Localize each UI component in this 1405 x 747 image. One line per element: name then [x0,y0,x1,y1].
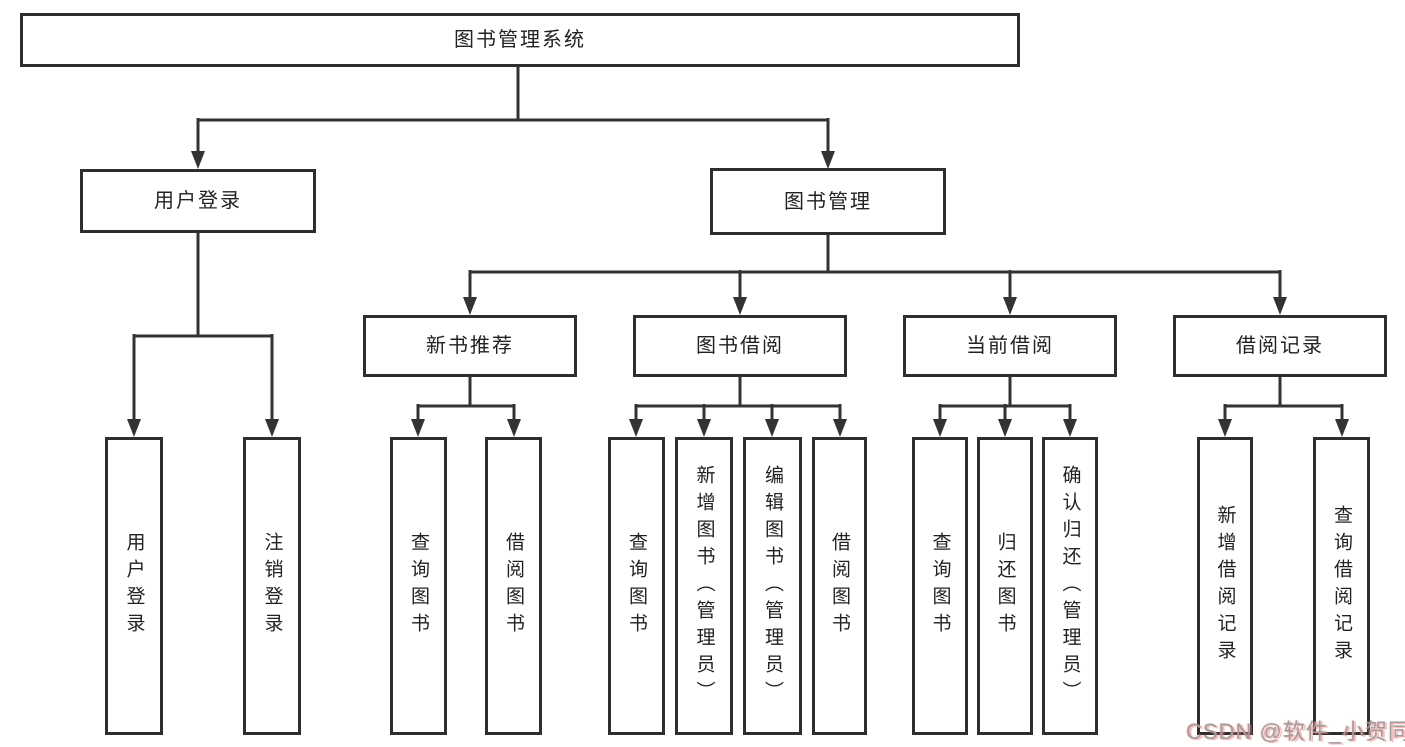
leaf-user-login: 用户登录 [105,437,163,735]
leaf-logout: 注销登录 [243,437,301,735]
node-user-login: 用户登录 [80,169,316,233]
leaf-return-books: 归还图书 [977,437,1033,735]
leaf-add-books-admin: 新增图书（管理员） [675,437,733,735]
leaf-query-books-borrow: 查询图书 [608,437,665,735]
leaf-query-borrow-record: 查询借阅记录 [1313,437,1370,735]
node-borrowing-records: 借阅记录 [1173,315,1387,377]
leaf-add-borrow-record: 新增借阅记录 [1197,437,1253,735]
leaf-borrow-books: 借阅图书 [812,437,867,735]
node-current-borrowing: 当前借阅 [903,315,1117,377]
leaf-edit-books-admin: 编辑图书（管理员） [743,437,802,735]
node-new-book-recommend: 新书推荐 [363,315,577,377]
leaf-query-books-recommend: 查询图书 [390,437,447,735]
node-book-borrowing: 图书借阅 [633,315,847,377]
node-library-management-system: 图书管理系统 [20,13,1020,67]
leaf-borrow-books-recommend: 借阅图书 [485,437,542,735]
node-book-management: 图书管理 [710,168,946,235]
csdn-watermark: CSDN @软件_小贺同学 [1186,719,1405,744]
leaf-confirm-return-admin: 确认归还（管理员） [1042,437,1098,735]
leaf-query-books-current: 查询图书 [912,437,968,735]
